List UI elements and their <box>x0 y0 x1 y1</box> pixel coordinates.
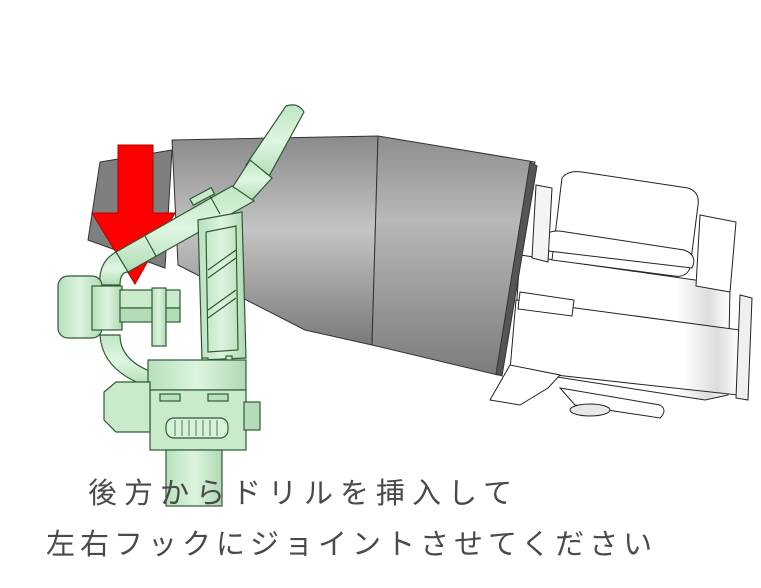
rear-housing <box>489 171 753 419</box>
caption-line-2: 左右フックにジョイントさせてください <box>46 527 658 561</box>
caption-line-1: 後方からドリルを挿入して <box>88 476 520 510</box>
green-arm-frame <box>57 104 305 507</box>
